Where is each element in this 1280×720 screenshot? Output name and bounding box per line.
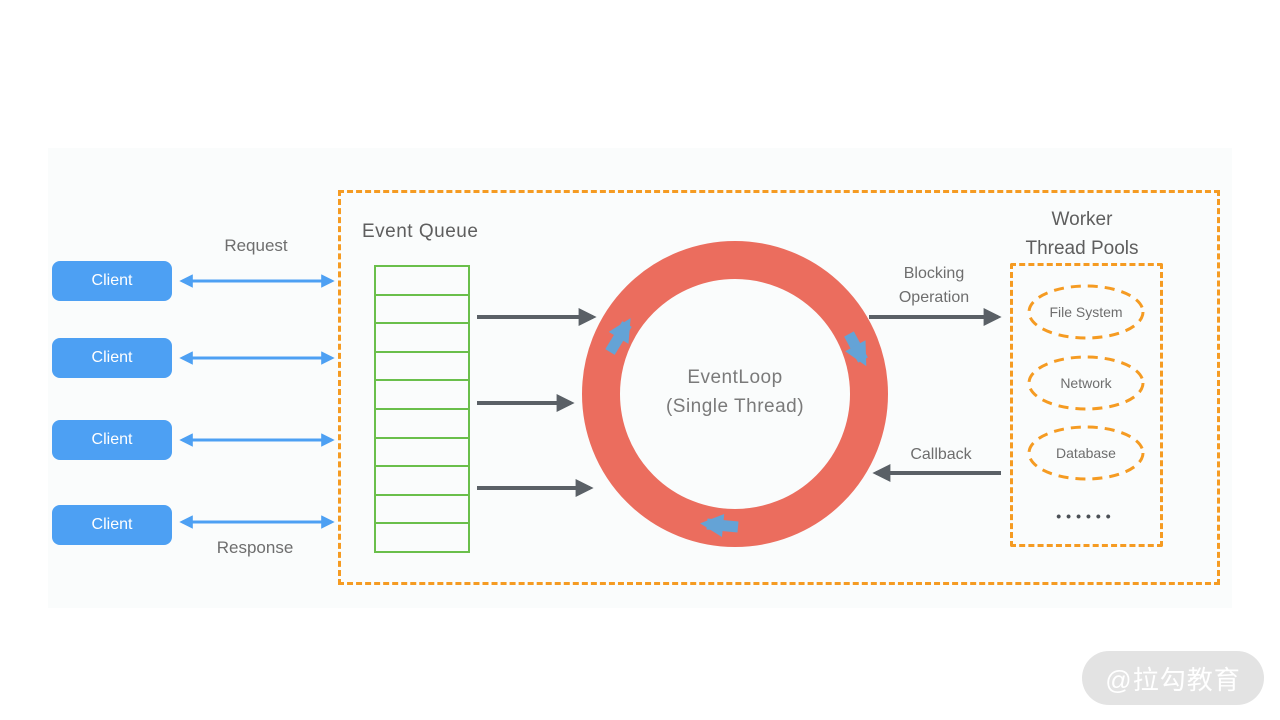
- event-loop-title: EventLoop: [687, 367, 783, 388]
- queue-cell: [376, 353, 468, 382]
- client-box: Client: [52, 505, 172, 545]
- request-label: Request: [224, 236, 288, 255]
- pool-ellipse: [1027, 355, 1145, 411]
- queue-cell: [376, 410, 468, 439]
- queue-cell: [376, 381, 468, 410]
- pool-file-system: File System: [1025, 283, 1147, 341]
- callback-label: Callback: [910, 446, 972, 463]
- blocking-label-line1: Blocking: [903, 265, 965, 282]
- blocking-operation-label: Blocking Operation: [873, 262, 995, 310]
- client-box: Client: [52, 261, 172, 301]
- queue-cell: [376, 439, 468, 468]
- pool-ellipse: [1027, 284, 1145, 340]
- pool-label: Database: [1056, 445, 1116, 461]
- event-queue: [374, 265, 470, 553]
- client-label: Client: [91, 349, 133, 366]
- client-label: Client: [91, 516, 133, 533]
- client-box: Client: [52, 420, 172, 460]
- client-box: Client: [52, 338, 172, 378]
- queue-cell: [376, 524, 468, 551]
- more-pools-indicator: ••••••: [1056, 508, 1116, 524]
- worker-title-line2: Thread Pools: [1025, 238, 1139, 259]
- pool-label: Network: [1060, 375, 1112, 391]
- watermark-badge: @拉勾教育: [1082, 651, 1264, 705]
- pool-label: File System: [1049, 304, 1123, 320]
- worker-thread-pools-box: [1010, 263, 1163, 547]
- queue-cell: [376, 324, 468, 353]
- watermark-text: @拉勾教育: [1105, 664, 1241, 695]
- event-queue-title: Event Queue: [362, 221, 479, 242]
- worker-title-line1: Worker: [1051, 209, 1113, 230]
- event-loop-subtitle: (Single Thread): [665, 396, 805, 417]
- queue-cell: [376, 296, 468, 325]
- pool-ellipse: [1027, 425, 1145, 481]
- event-loop-label: EventLoop (Single Thread): [625, 363, 845, 421]
- queue-cell: [376, 267, 468, 296]
- blocking-label-line2: Operation: [898, 289, 970, 306]
- client-label: Client: [91, 272, 133, 289]
- queue-cell: [376, 496, 468, 525]
- server-boundary-box: [338, 190, 1220, 585]
- pool-database: Database: [1025, 424, 1147, 482]
- response-label: Response: [216, 538, 294, 557]
- worker-pools-title: Worker Thread Pools: [1001, 205, 1163, 263]
- client-label: Client: [91, 431, 133, 448]
- pool-network: Network: [1025, 354, 1147, 412]
- queue-cell: [376, 467, 468, 496]
